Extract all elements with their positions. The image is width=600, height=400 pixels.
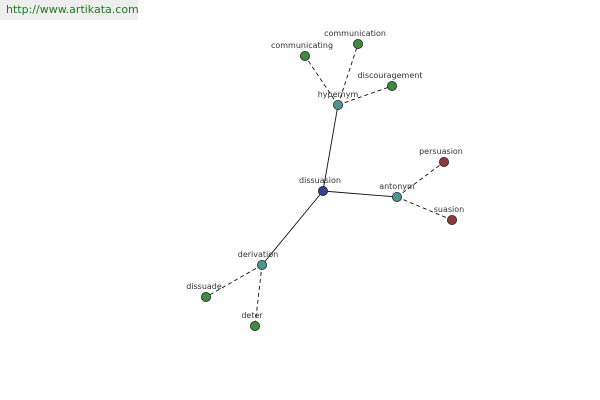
label-suasion[interactable]: suasion [434, 205, 465, 214]
edge-center-hypernym [322, 104, 339, 192]
label-communicating[interactable]: communicating [271, 41, 333, 50]
edge-derivation-dissuade [205, 264, 263, 298]
label-communication[interactable]: communication [324, 29, 386, 38]
label-dissuade[interactable]: dissuade [186, 282, 222, 291]
edge-hypernym-communicating [304, 55, 339, 106]
edge-hypernym-discouragement [337, 85, 393, 106]
node-suasion[interactable] [446, 214, 457, 225]
label-relation-hypernym[interactable]: hypernym [318, 90, 359, 99]
edge-antonym-suasion [396, 196, 453, 221]
graph-nodes [200, 39, 457, 331]
edge-center-antonym [322, 190, 398, 198]
label-discouragement[interactable]: discouragement [358, 71, 423, 80]
graph-edges [205, 43, 453, 327]
node-discouragement[interactable] [386, 81, 397, 92]
label-relation-derivation[interactable]: derivation [238, 250, 278, 259]
node-dissuasion[interactable] [317, 185, 328, 196]
edge-derivation-deter [254, 264, 263, 327]
graph-labels: dissuasion communicating communication disc… [186, 29, 464, 320]
node-persuasion[interactable] [438, 156, 449, 167]
node-relation-antonym[interactable] [391, 191, 402, 202]
node-relation-hypernym[interactable] [332, 100, 343, 111]
node-dissuade[interactable] [200, 291, 211, 302]
label-deter[interactable]: deter [241, 311, 263, 320]
site-url-watermark[interactable]: http://www.artikata.com [0, 0, 139, 20]
label-relation-antonym[interactable]: antonym [379, 182, 415, 191]
node-deter[interactable] [249, 320, 260, 331]
node-relation-derivation[interactable] [256, 259, 267, 270]
label-dissuasion[interactable]: dissuasion [299, 176, 341, 185]
edge-center-derivation [261, 190, 324, 266]
node-communicating[interactable] [299, 51, 310, 62]
edge-antonym-persuasion [396, 161, 445, 198]
label-persuasion[interactable]: persuasion [419, 147, 463, 156]
node-communication[interactable] [352, 39, 363, 50]
edge-hypernym-communication [337, 43, 359, 106]
